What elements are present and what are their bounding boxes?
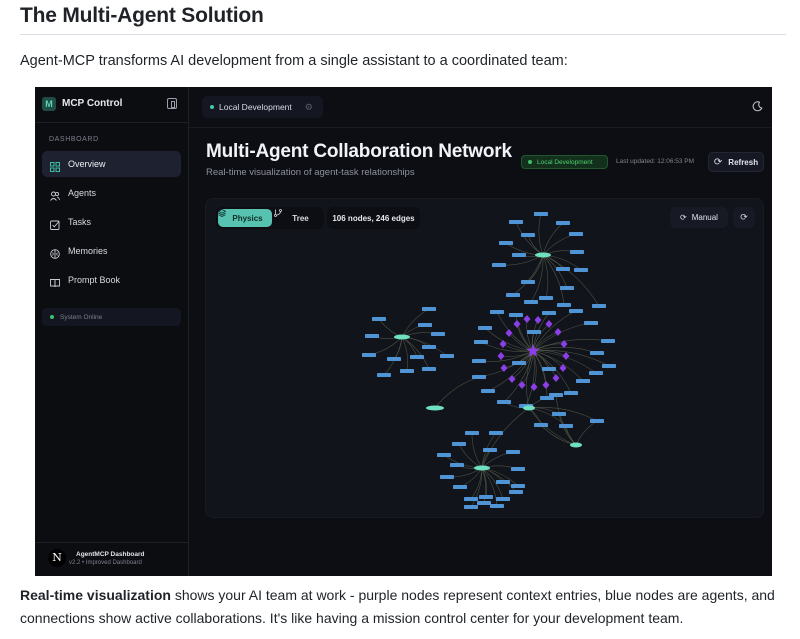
network-graph-panel[interactable]: Physics Tree 106 nodes, 246 edges ⟳ Manu…	[205, 198, 764, 518]
doc-heading: The Multi-Agent Solution	[20, 4, 264, 27]
section-label: DASHBOARD	[49, 136, 99, 143]
status-text: System Online	[60, 313, 103, 321]
caption-bold: Real-time visualization	[20, 587, 171, 603]
status-dot-icon	[50, 315, 54, 319]
manual-refresh-toggle[interactable]: ⟳ Manual	[670, 207, 728, 228]
sidebar-item-tasks[interactable]: Tasks	[42, 209, 181, 235]
book-icon	[50, 275, 60, 288]
brain-icon	[50, 246, 60, 259]
reload-graph-button[interactable]: ⟳	[733, 207, 755, 228]
users-icon	[50, 188, 60, 201]
brand-name: MCP Control	[62, 98, 123, 109]
sidebar-item-label: Memories	[68, 246, 108, 256]
layout-mode-toggle: Physics Tree	[216, 207, 324, 229]
gear-icon[interactable]: ⚙	[304, 101, 313, 112]
sidebar-footer: N AgentMCP Dashboard v2.2 • Improved Das…	[35, 542, 188, 576]
grid-icon	[50, 159, 60, 172]
avatar: N	[48, 549, 66, 567]
refresh-icon: ⟳	[680, 213, 687, 222]
moon-icon[interactable]	[751, 101, 763, 113]
sidebar-item-agents[interactable]: Agents	[42, 180, 181, 206]
mode-physics-button[interactable]: Physics	[218, 209, 272, 227]
sidebar-item-label: Agents	[68, 188, 97, 198]
sidebar-item-prompt-book[interactable]: Prompt Book	[42, 267, 181, 293]
sidebar-item-overview[interactable]: Overview	[42, 151, 181, 177]
logo-icon: M	[42, 97, 56, 111]
system-status: System Online	[42, 308, 181, 326]
env-status-dot-icon	[210, 105, 214, 109]
mode-label: Physics	[232, 213, 263, 223]
environment-badge-label: Local Development	[537, 158, 593, 166]
sidebar: M MCP Control DASHBOARD Overview Agents …	[35, 87, 189, 576]
environment-badge: Local Development	[521, 155, 608, 169]
collapse-sidebar-icon[interactable]	[167, 98, 177, 109]
sidebar-item-label: Prompt Book	[68, 275, 121, 285]
heading-divider	[20, 34, 786, 35]
network-graph-canvas[interactable]	[206, 199, 764, 518]
footer-version: v2.2 • Improved Dashboard	[69, 560, 142, 566]
sidebar-item-label: Tasks	[68, 217, 92, 227]
environment-label: Local Development	[219, 102, 292, 112]
graph-stats: 106 nodes, 246 edges	[327, 207, 420, 229]
doc-caption: Real-time visualization shows your AI te…	[20, 584, 790, 630]
page-title: Multi-Agent Collaboration Network	[206, 141, 512, 162]
refresh-icon: ⟳	[713, 156, 723, 168]
environment-selector[interactable]: Local Development ⚙	[202, 96, 323, 118]
manual-label: Manual	[691, 213, 718, 222]
sidebar-header: M MCP Control	[35, 87, 188, 123]
page-subtitle: Real-time visualization of agent-task re…	[206, 167, 415, 178]
checkbox-icon	[50, 217, 60, 230]
doc-intro: Agent-MCP transforms AI development from…	[20, 53, 568, 69]
refresh-icon: ⟳	[740, 212, 748, 222]
sidebar-item-memories[interactable]: Memories	[42, 238, 181, 264]
central-context-star-icon	[526, 344, 540, 357]
refresh-button[interactable]: ⟳ Refresh	[708, 152, 764, 172]
footer-title: AgentMCP Dashboard	[76, 551, 145, 558]
topbar: Local Development ⚙	[189, 87, 772, 128]
refresh-label: Refresh	[728, 157, 759, 167]
mode-tree-button[interactable]: Tree	[274, 209, 322, 227]
mode-label: Tree	[292, 213, 309, 223]
last-updated: Last updated: 12:06:53 PM	[616, 158, 695, 165]
env-badge-dot-icon	[528, 160, 532, 164]
dashboard-screenshot: M MCP Control DASHBOARD Overview Agents …	[35, 87, 772, 576]
caption-text: shows your AI team at work - purple node…	[20, 587, 775, 626]
sidebar-item-label: Overview	[68, 159, 106, 169]
